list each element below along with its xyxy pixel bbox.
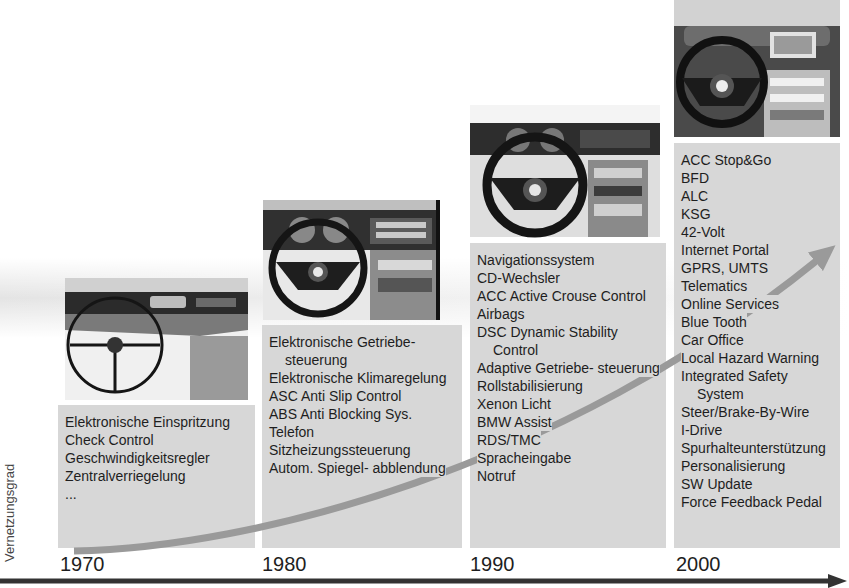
dashboard-photo bbox=[674, 0, 840, 137]
feature-box: Elektronische EinspritzungCheck ControlG… bbox=[58, 405, 255, 548]
label-holder: 1990 bbox=[470, 553, 515, 575]
feature-item: KSG bbox=[681, 205, 711, 223]
feature-item: Online Services bbox=[681, 295, 779, 313]
feature-item: Adaptive Getriebe- steuerung bbox=[477, 359, 660, 377]
feature-item: BFD bbox=[681, 169, 709, 187]
feature-item: Xenon Licht bbox=[477, 395, 551, 413]
time-axis bbox=[0, 574, 847, 588]
feature-box: ACC Stop&GoBFDALCKSG42-VoltInternet Port… bbox=[674, 143, 840, 548]
dashboard-photo bbox=[470, 105, 660, 237]
feature-item: Rollstabilisierung bbox=[477, 377, 583, 395]
year-label: 1980 bbox=[262, 553, 307, 575]
feature-item: Personalisierung bbox=[681, 457, 785, 475]
feature-item: ACC Stop&Go bbox=[681, 151, 771, 169]
feature-item: Autom. Spiegel- abblendung bbox=[269, 459, 446, 477]
feature-item: I-Drive bbox=[681, 421, 730, 439]
feature-item: Spracheingabe bbox=[477, 449, 571, 467]
axis-title: Vernetzungsgrad bbox=[2, 464, 17, 562]
feature-item: Steer/Brake-By-Wire bbox=[681, 403, 809, 421]
feature-box: NavigationssystemCD-WechslerACC Active C… bbox=[470, 243, 666, 548]
feature-item: CD-Wechsler bbox=[477, 269, 560, 287]
feature-item: Navigationssystem bbox=[477, 251, 595, 269]
label-holder: 2000 bbox=[676, 553, 721, 575]
feature-item: Force Feedback Pedal bbox=[681, 493, 822, 511]
label-holder: 1970 bbox=[60, 553, 105, 575]
label-holder: Vernetzungsgrad bbox=[2, 464, 17, 562]
feature-item: Integrated Safety System bbox=[681, 367, 836, 403]
feature-item: ABS Anti Blocking Sys. bbox=[269, 405, 412, 423]
feature-item: Telefon bbox=[269, 423, 314, 441]
feature-item: Spurhalteunterstützung bbox=[681, 439, 826, 457]
year-label: 1970 bbox=[60, 553, 105, 575]
feature-item: Blue Tooth bbox=[681, 313, 747, 331]
feature-item: ACC Active Crouse Control bbox=[477, 287, 646, 305]
growth-arrow bbox=[74, 258, 820, 551]
feature-item: Notruf bbox=[477, 467, 515, 485]
feature-item: Elektronische Einspritzung bbox=[65, 413, 230, 431]
feature-item: Telematics bbox=[681, 277, 747, 295]
feature-box: Elektronische Getriebe- steuerungElektro… bbox=[262, 325, 462, 548]
feature-item: ASC Anti Slip Control bbox=[269, 387, 401, 405]
feature-item: GPRS, UMTS bbox=[681, 259, 768, 277]
dashboard-photo bbox=[263, 200, 440, 320]
feature-item: DSC Dynamic Stability Control bbox=[477, 323, 662, 359]
feature-item: ... bbox=[65, 485, 81, 503]
feature-item: Car Office bbox=[681, 331, 744, 349]
feature-item: 42-Volt bbox=[681, 223, 725, 241]
feature-item: Local Hazard Warning bbox=[681, 349, 819, 367]
feature-item: Internet Portal bbox=[681, 241, 769, 259]
feature-item: Elektronische Getriebe- steuerung bbox=[269, 333, 458, 369]
feature-item: Geschwindigkeitsregler bbox=[65, 449, 210, 467]
feature-item: Elektronische Klimaregelung bbox=[269, 369, 446, 387]
dashboard-photo bbox=[65, 278, 248, 400]
feature-item: ALC bbox=[681, 187, 708, 205]
feature-item: RDS/TMC bbox=[477, 431, 541, 449]
feature-item: Airbags bbox=[477, 305, 524, 323]
label-holder: 1980 bbox=[262, 553, 307, 575]
feature-item: SW Update bbox=[681, 475, 753, 493]
feature-item: Sitzheizungssteuerung bbox=[269, 441, 411, 459]
year-label: 1990 bbox=[470, 553, 515, 575]
feature-item: Zentralverriegelung bbox=[65, 467, 186, 485]
feature-item: Check Control bbox=[65, 431, 154, 449]
feature-item: BMW Assist bbox=[477, 413, 552, 431]
year-label: 2000 bbox=[676, 553, 721, 575]
